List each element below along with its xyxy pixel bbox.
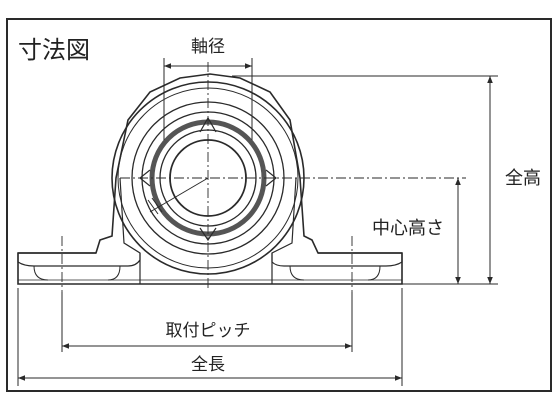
mounting-pitch-label: 取付ピッチ [166, 321, 251, 341]
set-screw-bottom [199, 227, 217, 242]
total-length-label: 全長 [191, 355, 225, 375]
body-inner-left [119, 177, 141, 284]
center-lines [61, 62, 466, 292]
left-foot [17, 253, 141, 267]
right-foot-bolt-recess [289, 265, 381, 281]
total-height-label: 全高 [505, 168, 541, 189]
body-inner-right [271, 177, 297, 284]
shaft-diameter-label: 軸径 [191, 37, 225, 57]
drawing-title: 寸法図 [18, 36, 90, 64]
left-foot-bolt-recess [33, 265, 121, 281]
drawing-border [6, 18, 552, 392]
dimension-lines [17, 58, 498, 386]
right-foot [271, 253, 403, 267]
set-screw-right [265, 169, 277, 187]
center-height-label: 中心高さ [372, 218, 444, 239]
housing [17, 73, 403, 285]
